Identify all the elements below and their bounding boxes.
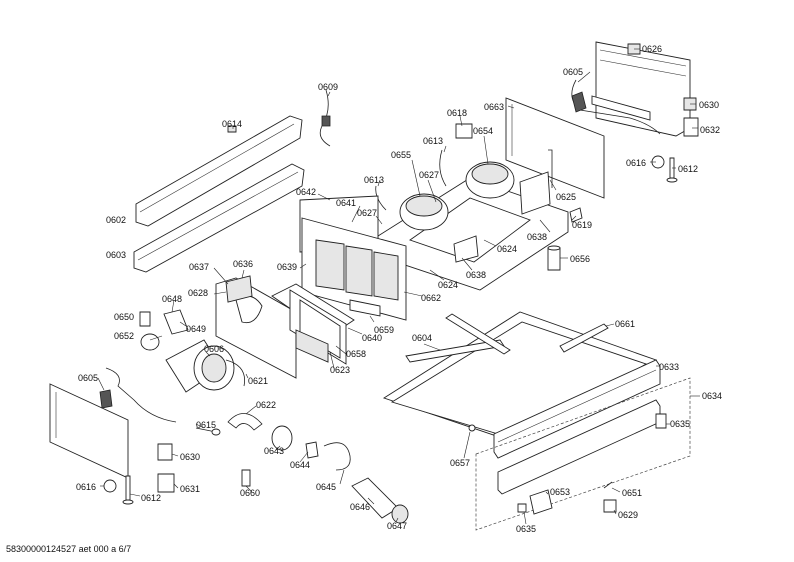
label-0645: 0645 (316, 482, 336, 492)
label-0659: 0659 (374, 325, 394, 335)
side-panel-0663 (505, 97, 605, 223)
rear-panel-assembly (571, 41, 699, 183)
label-0615: 0615 (196, 420, 216, 430)
leader-lines (97, 48, 700, 525)
drawing-id-footer: 58300000124527 aet 000 a 6/7 (6, 544, 131, 554)
label-0637: 0637 (189, 262, 209, 272)
compressor-unit (375, 123, 569, 291)
label-0612: 0612 (678, 164, 698, 174)
label-0605: 0605 (563, 67, 583, 77)
label-0641: 0641 (336, 198, 356, 208)
label-0643: 0643 (264, 446, 284, 456)
top-rails-left (133, 89, 331, 273)
label-0626: 0626 (642, 44, 662, 54)
label-0655: 0655 (391, 150, 411, 160)
label-0634: 0634 (702, 391, 722, 401)
label-0646: 0646 (350, 502, 370, 512)
fan-assembly (165, 339, 263, 431)
label-0629: 0629 (618, 510, 638, 520)
label-0638: 0638 (466, 270, 486, 280)
label-0658: 0658 (346, 349, 366, 359)
label-0612: 0612 (141, 493, 161, 503)
label-0603: 0603 (106, 250, 126, 260)
label-0656: 0656 (570, 254, 590, 264)
label-0619: 0619 (572, 220, 592, 230)
label-0613: 0613 (364, 175, 384, 185)
label-0622: 0622 (256, 400, 276, 410)
label-0649: 0649 (186, 324, 206, 334)
label-0627: 0627 (419, 170, 439, 180)
label-0653: 0653 (550, 487, 570, 497)
label-0630: 0630 (699, 100, 719, 110)
label-0654: 0654 (473, 126, 493, 136)
label-0639: 0639 (277, 262, 297, 272)
label-0625: 0625 (556, 192, 576, 202)
label-0652: 0652 (114, 331, 134, 341)
label-0609: 0609 (318, 82, 338, 92)
label-0613: 0613 (423, 136, 443, 146)
label-0650: 0650 (114, 312, 134, 322)
label-0663: 0663 (484, 102, 504, 112)
label-0635: 0635 (516, 524, 536, 534)
capacitor-0656 (547, 245, 561, 271)
label-0633: 0633 (659, 362, 679, 372)
label-0605: 0605 (78, 373, 98, 383)
label-0616: 0616 (76, 482, 96, 492)
label-0636: 0636 (233, 259, 253, 269)
label-0647: 0647 (387, 521, 407, 531)
small-parts-left (139, 309, 189, 351)
label-0614: 0614 (222, 119, 242, 129)
label-0635: 0635 (670, 419, 690, 429)
label-0644: 0644 (290, 460, 310, 470)
label-0606: 0606 (204, 344, 224, 354)
label-0660: 0660 (240, 488, 260, 498)
part-labels: 0626 0605 0630 0632 0616 0612 0663 0618 … (76, 44, 722, 534)
label-0657: 0657 (450, 458, 470, 468)
label-0662: 0662 (421, 293, 441, 303)
label-0623: 0623 (330, 365, 350, 375)
label-0661: 0661 (615, 319, 635, 329)
bottom-tray (382, 311, 658, 445)
label-0648: 0648 (162, 294, 182, 304)
label-0628: 0628 (188, 288, 208, 298)
label-0621: 0621 (248, 376, 268, 386)
label-0616: 0616 (626, 158, 646, 168)
label-0602: 0602 (106, 215, 126, 225)
label-0624: 0624 (438, 280, 458, 290)
front-rail-assembly (475, 359, 691, 531)
label-0604: 0604 (412, 333, 432, 343)
label-0618: 0618 (447, 108, 467, 118)
left-lower-panel (49, 367, 177, 505)
label-0632: 0632 (700, 125, 720, 135)
condenser-housing (299, 195, 407, 321)
label-0651: 0651 (622, 488, 642, 498)
label-0638: 0638 (527, 232, 547, 242)
label-0640: 0640 (362, 333, 382, 343)
control-board-assembly (215, 275, 355, 379)
label-0630: 0630 (180, 452, 200, 462)
label-0624: 0624 (497, 244, 517, 254)
label-0642: 0642 (296, 187, 316, 197)
label-0627: 0627 (357, 208, 377, 218)
label-0631: 0631 (180, 484, 200, 494)
bottom-middle-parts (195, 425, 409, 524)
